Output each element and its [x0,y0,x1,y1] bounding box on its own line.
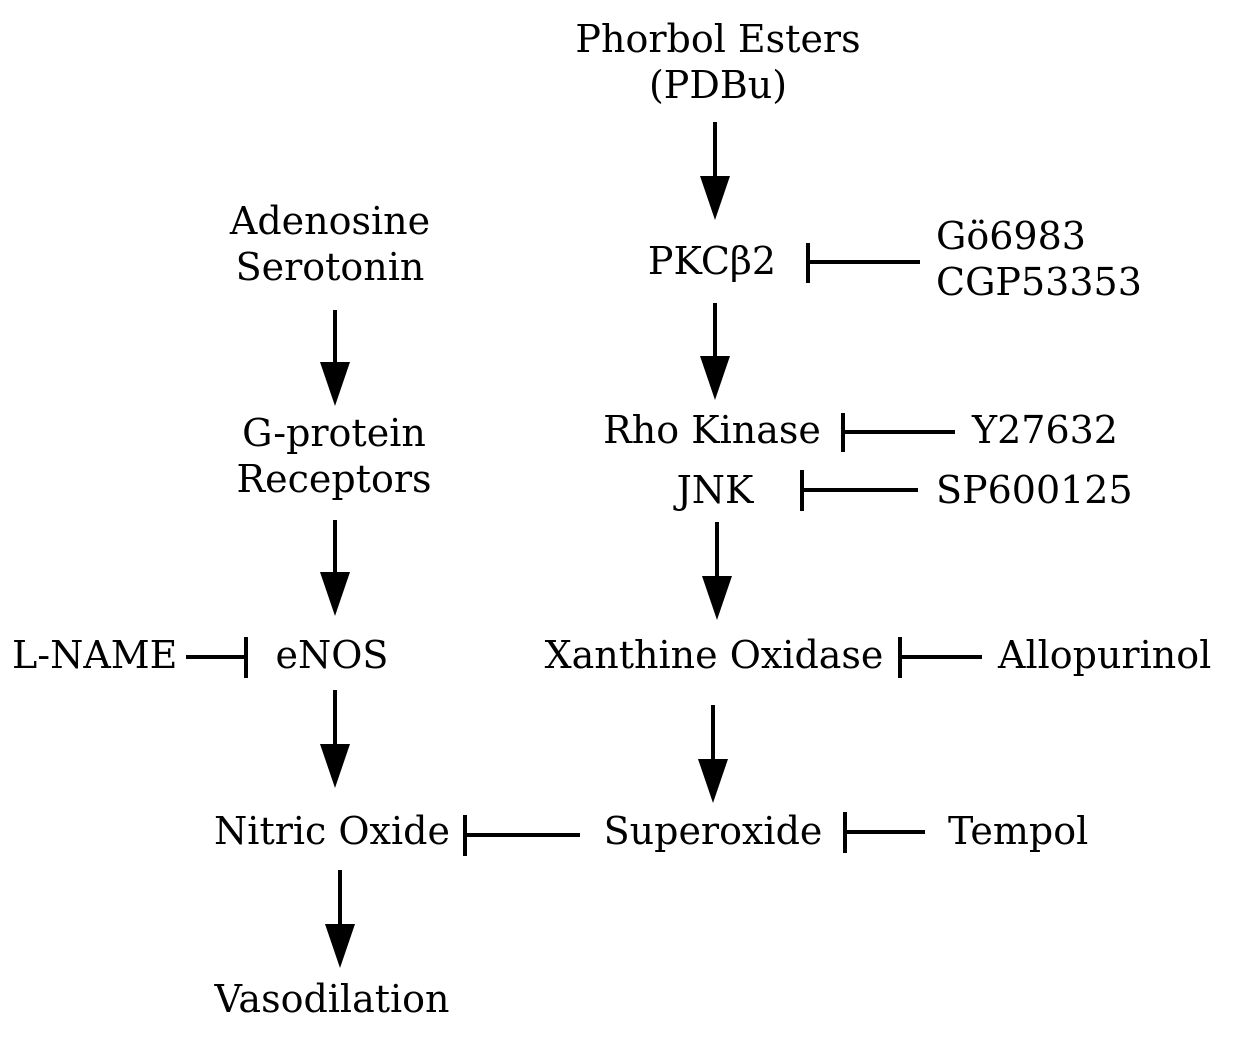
node-pkc-inhibitor-2: CGP53353 [936,260,1142,304]
node-gpcr: G-protein Receptors [236,410,431,502]
node-agonists-line2: Serotonin [235,245,425,289]
node-jnk-inhibitor: SP600125 [936,468,1133,512]
inhibitor-bar-superoxide [845,812,925,853]
node-agonists-line1: Adenosine [229,199,431,243]
node-enos-inhibitor: L-NAME [12,633,178,677]
node-enos: eNOS [275,633,389,677]
arrow-pdbu-to-pkc [700,122,730,220]
node-rho-kinase: Rho Kinase [603,408,821,452]
inhibitor-bar-rho-kinase [843,413,955,452]
node-phorbol-esters-line2: (PDBu) [648,63,788,107]
node-phorbol-esters-line1: Phorbol Esters [575,17,861,61]
arrow-gpcr-to-enos [320,520,350,616]
arrow-agonists-to-gpcr [320,310,350,406]
node-phorbol-esters: Phorbol Esters (PDBu) [575,16,860,108]
node-gpcr-line2: Receptors [236,457,432,501]
node-gpcr-line1: G-protein [242,411,426,455]
inhibitor-bar-nitric-oxide [465,815,580,856]
node-superoxide-inhibitor: Tempol [948,809,1089,853]
node-rho-kinase-inhibitor: Y27632 [972,408,1118,452]
arrow-nitric-oxide-to-vasodilation [325,870,355,968]
node-pkc-inhibitor-1: Gö6983 [936,214,1086,258]
node-superoxide: Superoxide [603,809,823,853]
node-nitric-oxide: Nitric Oxide [214,809,450,853]
node-vasodilation: Vasodilation [214,977,450,1021]
arrow-pkc-to-rho-kinase [700,303,730,400]
node-pkc-inhibitors: Gö6983 CGP53353 [936,213,1142,305]
arrow-jnk-to-xanthine-oxidase [702,522,732,620]
node-xanthine-oxidase-inhibitor: Allopurinol [998,633,1212,677]
inhibitor-bar-pkc [808,243,920,283]
node-pkc-beta2: PKCβ2 [647,239,777,283]
arrow-enos-to-nitric-oxide [320,690,350,788]
inhibitor-bar-xanthine-oxidase [900,637,982,678]
node-agonists: Adenosine Serotonin [230,198,430,290]
node-jnk: JNK [676,468,754,512]
node-xanthine-oxidase: Xanthine Oxidase [544,633,884,677]
inhibitor-bar-enos [186,637,246,678]
inhibitor-bar-jnk [802,470,918,511]
arrow-xanthine-oxidase-to-superoxide [698,705,728,803]
